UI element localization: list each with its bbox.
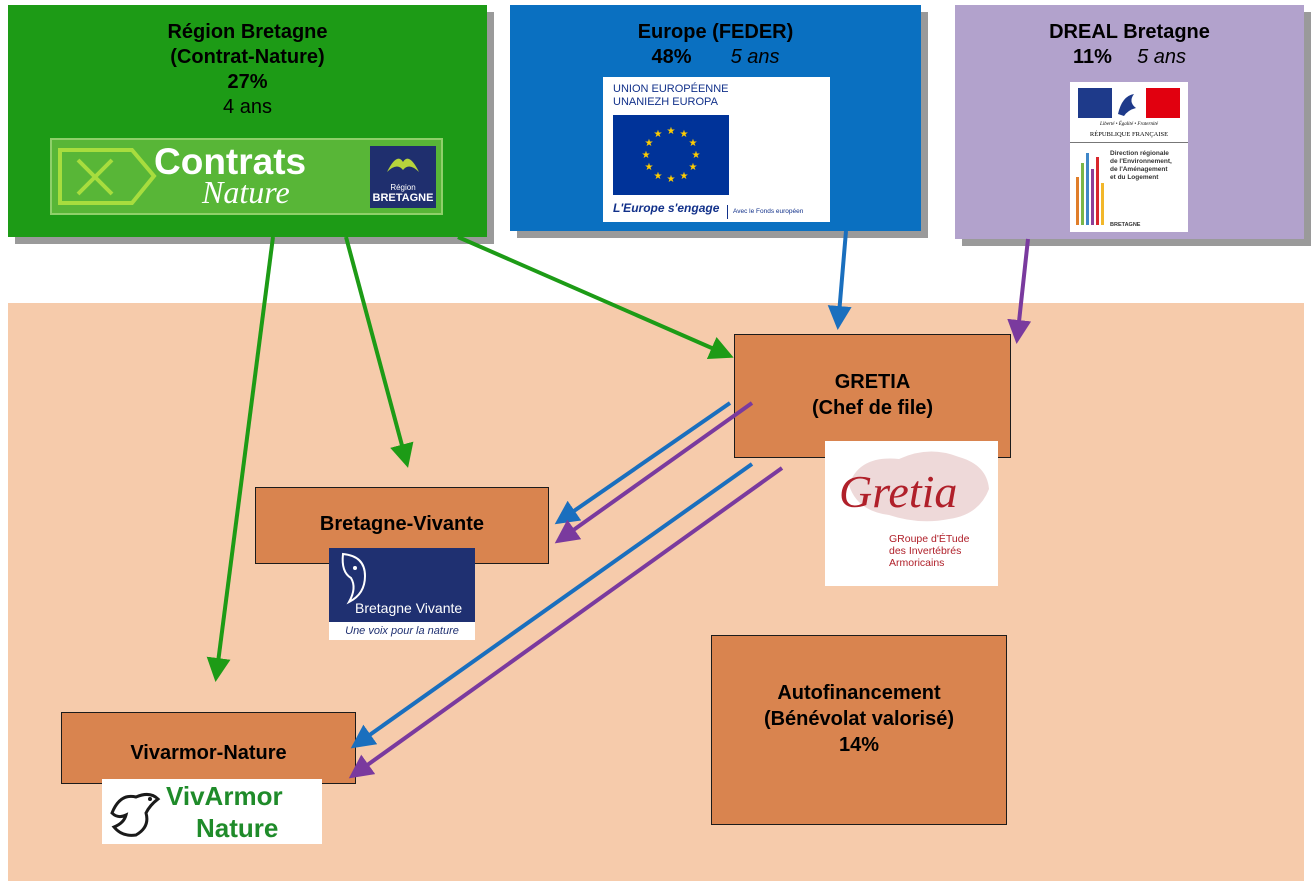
region-badge: Région BRETAGNE [370,146,436,208]
gretia-name: GRETIA [834,371,911,393]
dreal-logo: Liberté • Égalité • Fraternité RÉPUBLIQU… [1070,82,1188,232]
arrow-europe-gretia [827,230,852,330]
eu-line2: UNANIEZH EUROPA [613,96,718,108]
svg-text:★: ★ [654,129,663,140]
arrow-region-bretagne-vivante [344,236,414,468]
autofinancement-box: Autofinancement (Bénévolat valorisé) 14% [711,635,1007,825]
svg-text:★: ★ [689,162,698,173]
svg-text:★: ★ [667,174,676,185]
badge-bretagne: BRETAGNE [372,192,434,204]
gretia-wordmark: Gretia [839,466,958,517]
eu-slogan: L'Europe s'engage [613,201,720,215]
funder-region-name: Région Bretagne [167,21,328,43]
dreal-dir2: de l'Environnement, [1110,158,1172,165]
funder-dreal-name: DREAL Bretagne [1049,21,1210,43]
gretia-logo: Gretia GRoupe d'ÉTude des Invertébrés Ar… [825,441,998,586]
arrow-gretia-vivarmor-purple [348,466,784,779]
nature-word: Nature [202,174,290,210]
bird-icon [387,158,419,172]
funder-europe-name: Europe (FEDER) [637,21,794,43]
bretagne-vivante-logo-tagline: Une voix pour la nature [329,622,475,640]
gretia-logo-line1: GRoupe d'ÉTude [889,533,970,545]
svg-text:★: ★ [645,138,654,149]
funder-region-duration: 4 ans [223,96,272,118]
svg-text:★: ★ [667,126,676,137]
svg-text:★: ★ [692,150,701,161]
vivarmor-logo: VivArmor Nature [102,779,322,844]
funder-region-program: (Contrat-Nature) [170,46,325,68]
marianne-icon [1078,88,1180,118]
funder-dreal-share: 11% [1073,46,1112,68]
svg-text:★: ★ [689,138,698,149]
vivarmor-logo-line2: Nature [196,813,279,843]
svg-text:★: ★ [642,150,651,161]
cross-chevron-icon [58,148,157,205]
dreal-dir1: Direction régionale [1110,150,1169,157]
contrats-nature-logo: Contrats Nature Région BRETAGNE [50,138,443,215]
dreal-motto: Liberté • Égalité • Fraternité [1100,122,1158,127]
dreal-dir3: de l'Aménagement [1110,166,1168,173]
arrow-region-vivarmor [206,236,275,682]
dreal-region: BRETAGNE [1110,222,1141,228]
svg-text:★: ★ [654,171,663,182]
dreal-dir4: et du Logement [1110,174,1159,181]
autofinancement-line1: Autofinancement [777,682,941,704]
dreal-divider [1070,142,1188,143]
eu-sub: Avec le Fonds européen [733,208,804,215]
svg-text:★: ★ [645,162,654,173]
gretia-role: (Chef de file) [811,397,934,419]
arrow-dreal-gretia [1007,238,1032,344]
eu-divider [727,205,728,219]
eu-logo: UNION EUROPÉENNE UNANIEZH EUROPA ★★★ ★★★… [603,77,830,222]
bird-head-icon [341,552,367,605]
svg-text:★: ★ [680,171,689,182]
svg-text:★: ★ [680,129,689,140]
gretia-logo-line2: des Invertébrés [889,545,962,557]
brittany-map-icon [849,451,989,522]
autofinancement-share: 14% [838,734,880,756]
bretagne-vivante-logo: Bretagne Vivante Une voix pour la nature [329,548,475,640]
arrow-gretia-vivarmor-blue [350,462,754,749]
bretagne-vivante-logo-title: Bretagne Vivante [355,600,463,616]
funder-dreal-duration: 5 ans [1137,46,1186,68]
partner-gretia: GRETIA (Chef de file) [734,334,1011,458]
funder-europe-duration: 5 ans [730,46,780,68]
autofinancement-line2: (Bénévolat valorisé) [763,708,955,730]
eu-line1: UNION EUROPÉENNE [613,83,729,95]
eu-flag-icon: ★★★ ★★★ ★★★ ★★★ [613,115,729,195]
dove-icon [110,792,161,837]
vivarmor-logo-line1: VivArmor [166,781,283,811]
arrow-region-gretia [457,235,734,359]
gretia-logo-line3: Armoricains [889,557,945,569]
vivarmor-name: Vivarmor-Nature [130,742,287,764]
contrats-word: Contrats [154,141,307,182]
badge-region-small: Région [390,183,416,192]
funder-europe-share: 48% [651,46,692,68]
arrow-gretia-bretagne-vivante-blue [554,401,732,525]
bretagne-vivante-name: Bretagne-Vivante [319,513,485,535]
dreal-republic: RÉPUBLIQUE FRANÇAISE [1089,131,1169,138]
funder-region-share: 27% [227,71,268,93]
dreal-stripes-icon [1076,153,1104,225]
partner-vivarmor-nature: Vivarmor-Nature [61,712,356,784]
arrow-gretia-bretagne-vivante-purple [554,401,754,544]
